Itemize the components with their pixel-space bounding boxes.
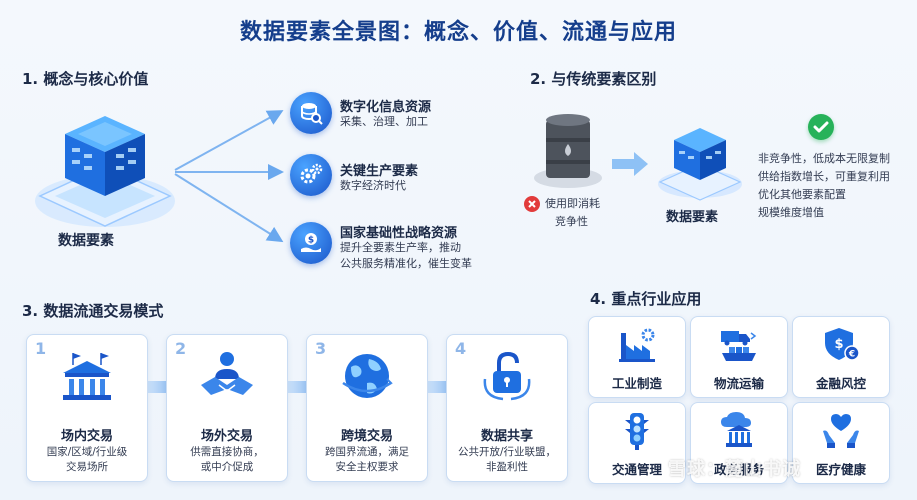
government-cloud-icon bbox=[721, 412, 752, 447]
feature-4: 规模维度增值 bbox=[758, 206, 824, 219]
flow-step-number: 4 bbox=[455, 339, 467, 358]
feature-1: 非竞争性，低成本无限复制 bbox=[758, 152, 890, 165]
industry-card-healthcare: 医疗健康 bbox=[792, 402, 890, 484]
flow-step-desc-line: 非盈利性 bbox=[486, 461, 528, 473]
shield-euro-icon: $ € bbox=[825, 328, 860, 361]
data-cube-illustration bbox=[35, 116, 175, 227]
section-3-heading: 3. 数据流通交易模式 bbox=[22, 302, 164, 320]
database-search-icon bbox=[290, 92, 332, 134]
flow-step-desc-line: 跨国界流通，满足 bbox=[325, 446, 409, 458]
data-element-label: 数据要素 bbox=[666, 210, 719, 225]
flow-step-desc: 跨国界流通，满足 安全主权要求 bbox=[307, 445, 427, 475]
item-1-sub: 采集、治理、加工 bbox=[340, 115, 428, 128]
item-2-sub: 数字经济时代 bbox=[340, 179, 406, 192]
cross-icon bbox=[524, 196, 540, 212]
industry-card-government: 政务服务 bbox=[690, 402, 788, 484]
flow-step-desc: 公共开放/行业联盟， 非盈利性 bbox=[447, 445, 567, 475]
heart-hands-icon bbox=[823, 414, 859, 448]
page-title: 数据要素全景图：概念、价值、流通与应用 bbox=[239, 20, 677, 45]
flow-step-4: 4 数据共享 公共开放/行业联盟， 非盈利性 bbox=[446, 334, 568, 482]
flow-step-title: 数据共享 bbox=[480, 429, 533, 444]
truck-ship-icon bbox=[721, 331, 757, 361]
building-flags-icon bbox=[63, 353, 111, 400]
traditional-trait-2: 竞争性 bbox=[555, 215, 588, 228]
industry-card-finance: $ € 金融风控 bbox=[792, 316, 890, 398]
flow-step-title: 跨境交易 bbox=[340, 429, 393, 444]
industry-label: 政务服务 bbox=[713, 462, 764, 477]
compare-arrow-icon bbox=[612, 152, 648, 176]
flow-step-desc: 供需直接协商， 或中介促成 bbox=[167, 445, 287, 475]
traditional-trait-1: 使用即消耗 bbox=[545, 197, 600, 210]
flow-step-number: 1 bbox=[35, 339, 47, 358]
flow-step-2: 2 场外交易 供需直接协商， 或中介促成 bbox=[166, 334, 288, 482]
factory-icon bbox=[619, 328, 655, 362]
flow-step-number: 3 bbox=[315, 339, 327, 358]
globe-icon bbox=[342, 354, 393, 398]
branch-arrows bbox=[174, 110, 284, 243]
industry-label: 金融风控 bbox=[815, 376, 866, 391]
flow-step-desc-line: 安全主权要求 bbox=[335, 461, 399, 473]
flow-step-desc-line: 供需直接协商， bbox=[190, 446, 264, 458]
handshake-icon bbox=[201, 352, 253, 395]
unlock-icon bbox=[483, 351, 531, 401]
industry-card-manufacturing: 工业制造 bbox=[588, 316, 686, 398]
flow-step-desc-line: 国家/区域/行业级 bbox=[46, 446, 128, 458]
section-2-heading: 2. 与传统要素区别 bbox=[530, 70, 657, 88]
flow-step-desc: 国家/区域/行业级 交易场所 bbox=[27, 445, 147, 475]
item-3-sub-line-2: 公共服务精准化，催生变革 bbox=[340, 257, 472, 270]
feature-2: 供给指数增长，可重复利用 bbox=[758, 170, 890, 183]
item-3-title: 国家基础性战略资源 bbox=[340, 226, 458, 241]
item-1-title: 数字化信息资源 bbox=[340, 100, 432, 115]
check-icon bbox=[808, 114, 834, 140]
industry-label: 工业制造 bbox=[611, 376, 662, 391]
section-1-heading: 1. 概念与核心价值 bbox=[22, 70, 149, 88]
industry-label: 物流运输 bbox=[713, 376, 764, 391]
money-hand-icon: $ bbox=[290, 222, 332, 264]
flow-step-desc-line: 或中介促成 bbox=[200, 461, 254, 473]
item-2-title: 关键生产要素 bbox=[340, 164, 419, 179]
flow-step-title: 场内交易 bbox=[60, 429, 113, 444]
flow-step-1: 1 场内交易 国家/区域/行业级 交易场所 bbox=[26, 334, 148, 482]
svg-text:€: € bbox=[848, 350, 855, 360]
flow-step-desc-line: 交易场所 bbox=[66, 461, 108, 473]
center-label: 数据要素 bbox=[58, 233, 114, 249]
industry-label: 交通管理 bbox=[611, 462, 662, 477]
flow-step-title: 场外交易 bbox=[200, 429, 253, 444]
item-3-sub-line-1: 提升全要素生产率，推动 bbox=[340, 241, 461, 254]
feature-3: 优化其他要素配置 bbox=[758, 188, 846, 201]
traffic-light-icon bbox=[625, 413, 649, 450]
flow-step-number: 2 bbox=[175, 339, 187, 358]
industry-card-logistics: 物流运输 bbox=[690, 316, 788, 398]
flow-step-desc-line: 公共开放/行业联盟， bbox=[457, 446, 557, 458]
svg-text:$: $ bbox=[308, 236, 314, 246]
watermark-text: 雪球：麓山书诚 bbox=[668, 459, 801, 480]
data-cube-small-icon bbox=[658, 128, 742, 201]
flow-step-3: 3 跨境交易 跨国界流通，满足 安全主权要求 bbox=[306, 334, 428, 482]
gears-icon bbox=[290, 154, 332, 196]
svg-text:$: $ bbox=[834, 337, 843, 352]
oil-barrel-icon bbox=[534, 114, 602, 188]
industry-label: 医疗健康 bbox=[815, 462, 866, 477]
industry-card-traffic: 交通管理 bbox=[588, 402, 686, 484]
section-4-heading: 4. 重点行业应用 bbox=[590, 290, 702, 308]
